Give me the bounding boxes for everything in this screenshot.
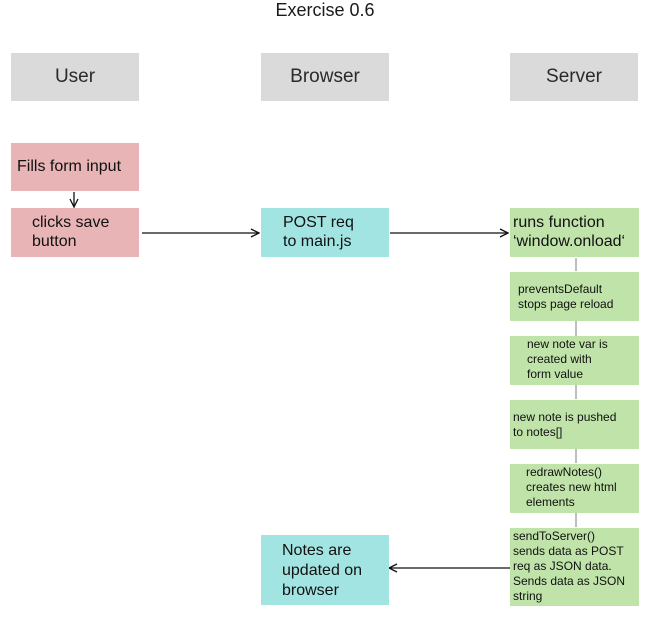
node-note-pushed-label: new note is pushed to notes[] (513, 410, 617, 439)
node-fills-form-input-label: Fills form input (17, 158, 122, 175)
node-runs-function: runs function ‘window.onload‘ (510, 208, 639, 257)
node-send-to-server-label: sendToServer() sends data as POST req as… (513, 529, 626, 603)
node-notes-updated: Notes are updated on browser (261, 535, 389, 605)
node-new-note-var: new note var is created with form value (510, 336, 639, 385)
node-notes-updated-label: Notes are updated on browser (282, 542, 363, 599)
node-new-note-var-label: new note var is created with form value (527, 337, 608, 381)
node-redraw-notes-label: redrawNotes() creates new html elements (526, 465, 617, 509)
node-fills-form-input: Fills form input (11, 143, 139, 191)
node-redraw-notes: redrawNotes() creates new html elements (510, 464, 639, 513)
node-post-req: POST req to main.js (261, 208, 389, 257)
node-prevents-default-label: preventsDefault stops page reload (518, 282, 614, 311)
node-send-to-server: sendToServer() sends data as POST req as… (510, 528, 639, 606)
node-prevents-default: preventsDefault stops page reload (510, 272, 639, 321)
lane-header-server: Server (510, 53, 638, 101)
node-runs-function-label: runs function ‘window.onload‘ (513, 214, 626, 250)
node-clicks-save-button: clicks save button (11, 208, 139, 257)
node-post-req-label: POST req to main.js (283, 214, 354, 250)
lane-header-browser: Browser (261, 53, 389, 101)
node-note-pushed: new note is pushed to notes[] (510, 400, 639, 449)
diagram-title: Exercise 0.6 (275, 0, 375, 20)
lane-header-user: User (11, 53, 139, 101)
node-clicks-save-button-label: clicks save button (32, 214, 110, 250)
